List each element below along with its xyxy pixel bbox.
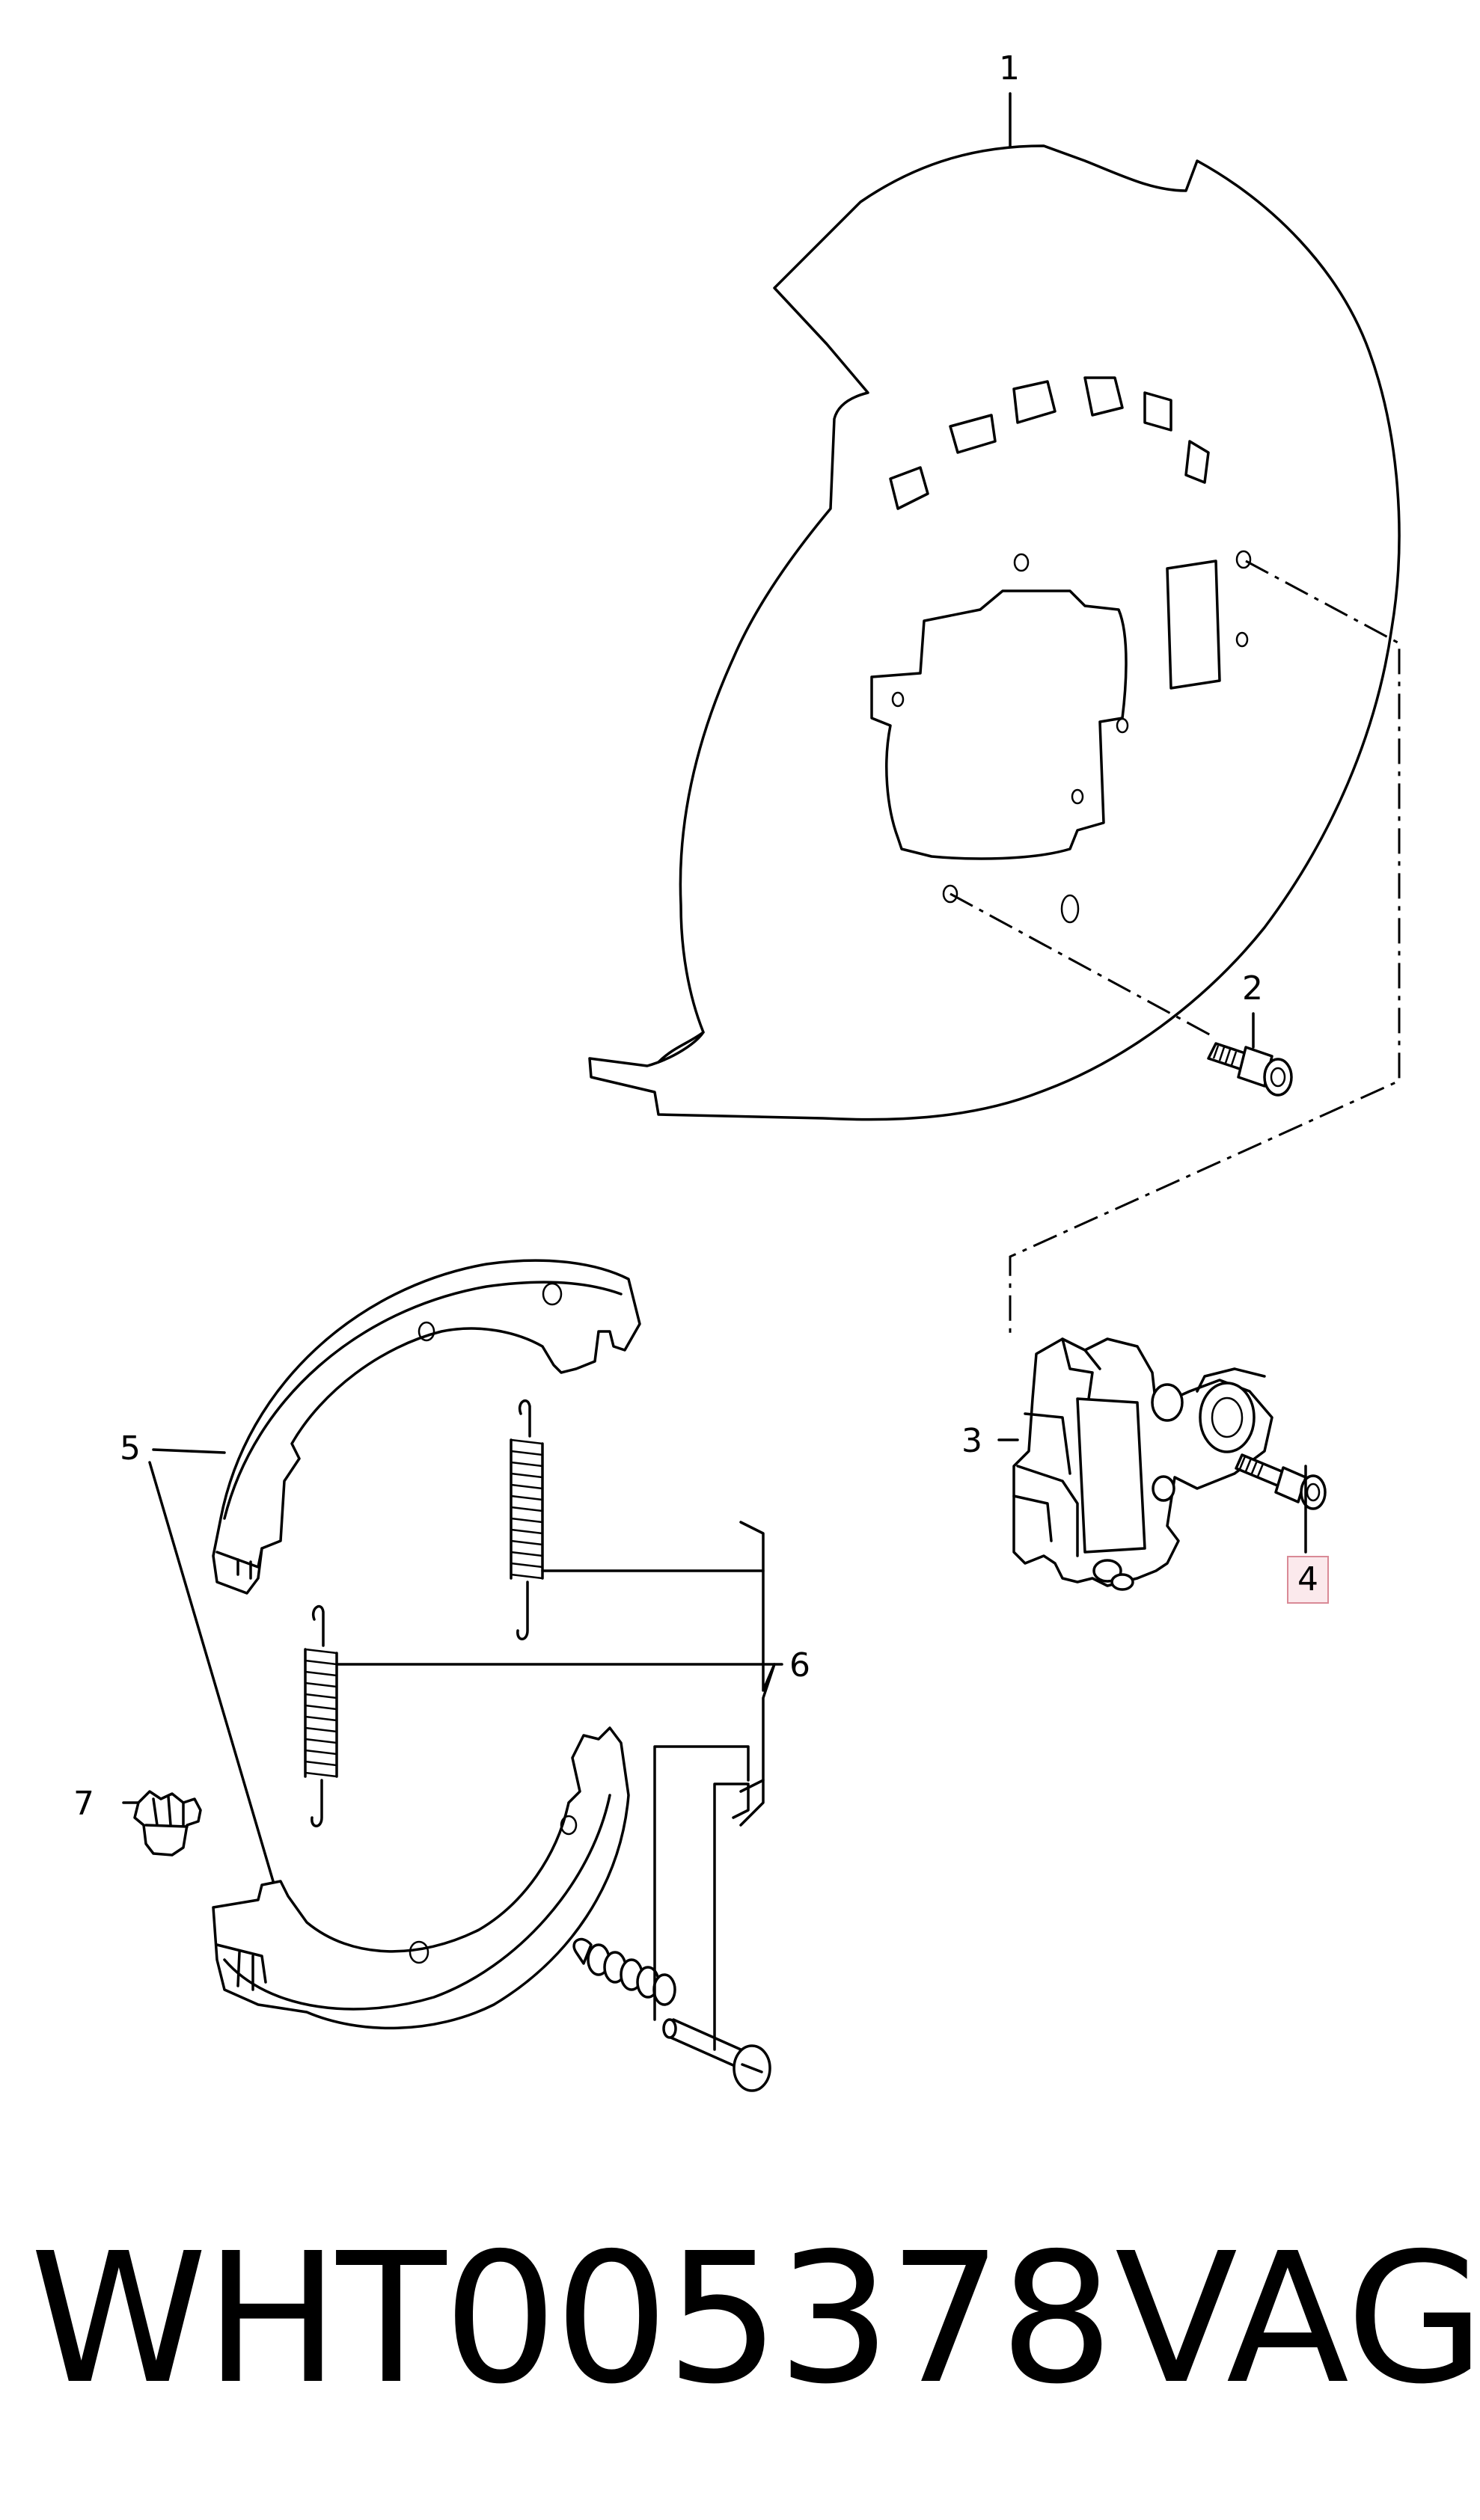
springs-part-6 (304, 1399, 771, 2092)
callout-7: 7 (73, 1785, 94, 1823)
assembly-dash-lines (950, 560, 1401, 1335)
brake-shoe-lower-part-5 (212, 1726, 630, 2030)
callout-5: 5 (120, 1429, 141, 1468)
callout-4-highlighted[interactable]: 4 (1287, 1556, 1329, 1604)
brake-shoe-upper-part-5 (212, 1259, 641, 1595)
bolt-part-2 (1207, 1042, 1293, 1097)
callout-2: 2 (1242, 969, 1263, 1008)
callout-3: 3 (961, 1422, 982, 1460)
part-number: WHT005378 (30, 2214, 1114, 2424)
callout-6: 6 (789, 1646, 810, 1684)
actuator-part-3 (1012, 1337, 1273, 1591)
leader-lines (122, 92, 1307, 2051)
backing-plate-part-1 (588, 144, 1401, 1121)
bolt-part-4 (1235, 1453, 1327, 1510)
exploded-parts-diagram (122, 92, 1401, 2092)
footer: WHT005378 VAG (0, 2214, 1480, 2461)
adjuster-part-7 (133, 1790, 202, 1857)
callout-1: 1 (999, 49, 1020, 88)
brand-name: VAG (1115, 2214, 1480, 2424)
